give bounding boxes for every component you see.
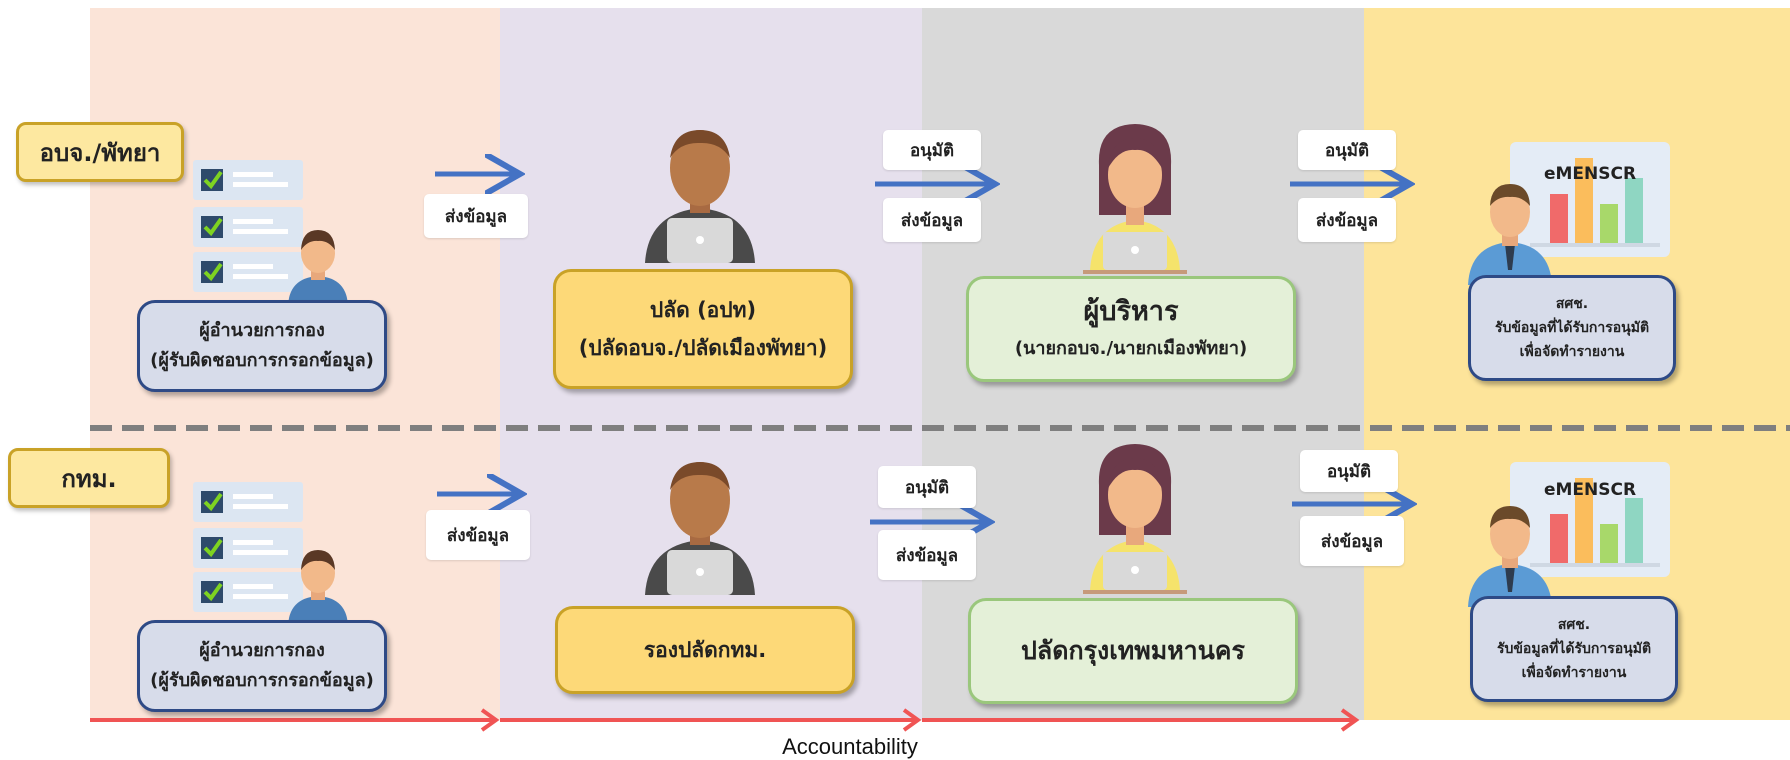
approver1-line1: รองปลัดกทม. [643,638,767,662]
checklist-illustration-lane2 [191,480,305,614]
approve-tag-2-lane2: อนุมัติ [1300,450,1398,492]
report-line3: เพื่อจัดทำรายงาน [1521,665,1627,681]
approver1-figure-lane2 [645,462,755,595]
report-line2: รับข้อมูลที่ได้รับการอนุมัติ [1494,320,1650,336]
approver1-box-lane2: รองปลัดกทม. [555,606,855,694]
approve-tag-2-lane1: อนุมัติ [1298,130,1396,170]
approve-tag-1-lane2: อนุมัติ [878,466,976,508]
report-title-lane1: eMENSCR [1543,164,1637,184]
accountability-arrow [90,708,1360,732]
approver2-box-lane1: ผู้บริหาร (นายกอบจ./นายกเมืองพัทยา) [966,276,1296,382]
approver2-line1: ปลัดกรุงเทพมหานคร [1021,636,1245,665]
report-line3: เพื่อจัดทำรายงาน [1519,344,1625,360]
staff-box-lane1: ผู้อำนวยการกอง (ผู้รับผิดชอบการกรอกข้อมู… [137,300,387,392]
staff-box-lane2: ผู้อำนวยการกอง (ผู้รับผิดชอบการกรอกข้อมู… [137,620,387,712]
checklist-illustration-lane1 [191,158,305,294]
report-box-lane2: สศช. รับข้อมูลที่ได้รับการอนุมัติ เพื่อจ… [1470,596,1678,702]
staff-line1: ผู้อำนวยการกอง [199,640,325,661]
report-title-lane2: eMENSCR [1543,480,1637,500]
lane-label-1: อบจ./พัทยา [16,122,184,182]
approver1-line1: ปลัด (อปท) [649,298,757,322]
approver1-line2: (ปลัดอบจ./ปลัดเมืองพัทยา) [578,336,828,360]
report-line1: สศช. [1557,617,1591,633]
approver2-line1: ผู้บริหาร [1083,296,1179,327]
report-box-lane1: สศช. รับข้อมูลที่ได้รับการอนุมัติ เพื่อจ… [1468,275,1676,381]
lane-label-2: กทม. [8,448,170,508]
report-board-lane1 [1510,142,1670,257]
staff-line2: (ผู้รับผิดชอบการกรอกข้อมูล) [150,350,374,371]
accountability-label: Accountability [782,734,918,759]
send-tag-1-lane1: ส่งข้อมูล [424,194,528,238]
report-line1: สศช. [1555,296,1589,312]
approver2-box-lane2: ปลัดกรุงเทพมหานคร [968,598,1298,704]
approver2-figure-lane1 [1083,124,1187,274]
approve-tag-1-lane1: อนุมัติ [883,130,981,170]
approver1-figure-lane1 [645,130,755,263]
send-tag-2-lane1: ส่งข้อมูล [883,198,981,242]
approver2-figure-lane2 [1083,444,1187,594]
send-tag-1-lane2: ส่งข้อมูล [426,510,530,560]
approver2-line2: (นายกอบจ./นายกเมืองพัทยา) [1014,338,1248,359]
approver1-box-lane1: ปลัด (อปท) (ปลัดอบจ./ปลัดเมืองพัทยา) [553,269,853,389]
staff-line2: (ผู้รับผิดชอบการกรอกข้อมูล) [150,670,374,691]
send-tag-3-lane2: ส่งข้อมูล [1300,516,1404,566]
send-tag-3-lane1: ส่งข้อมูล [1298,198,1396,242]
report-line2: รับข้อมูลที่ได้รับการอนุมัติ [1496,641,1652,657]
send-tag-2-lane2: ส่งข้อมูล [878,530,976,580]
staff-line1: ผู้อำนวยการกอง [199,320,325,341]
